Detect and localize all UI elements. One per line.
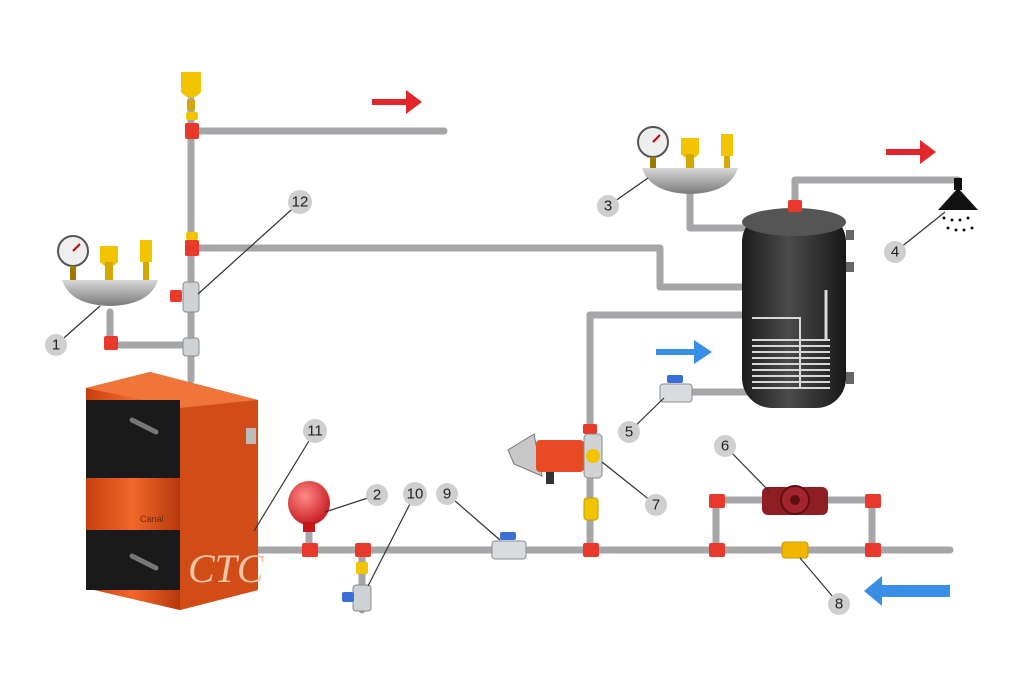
svg-text:11: 11 xyxy=(307,423,323,440)
callout-8: 8 xyxy=(828,593,850,615)
check-valve-riser xyxy=(170,281,200,357)
ball-valve-return xyxy=(491,532,527,560)
solid-fuel-boiler: CTC Canal xyxy=(86,372,265,610)
strainer-filter xyxy=(781,541,809,559)
boiler-upper-door xyxy=(86,400,180,478)
safety-group-left xyxy=(57,235,158,306)
callout-12: 12 xyxy=(288,190,312,214)
safety-valve-icon xyxy=(721,134,733,156)
cold-flow-arrow-icon xyxy=(864,576,950,606)
coil-supply-pipe xyxy=(187,244,830,344)
callout-11: 11 xyxy=(303,419,327,443)
valve-handle-icon xyxy=(500,532,516,540)
fittings xyxy=(104,112,881,557)
valve-handle-icon xyxy=(667,375,683,383)
dhw-outlet-pipe xyxy=(791,176,962,214)
shower-head-icon xyxy=(938,188,978,210)
drain-valve xyxy=(342,562,372,612)
svg-text:6: 6 xyxy=(721,438,729,455)
shower-head xyxy=(938,178,978,232)
callout-leaders xyxy=(55,177,946,605)
manifold-link-pipe xyxy=(106,308,195,349)
valve-handle-icon xyxy=(170,290,182,302)
tank-manifold-pipe xyxy=(686,186,746,232)
svg-text:9: 9 xyxy=(443,486,451,503)
svg-text:2: 2 xyxy=(373,487,381,504)
safety-group-tank xyxy=(637,126,738,194)
callout-3: 3 xyxy=(597,195,619,217)
callout-10: 10 xyxy=(403,482,427,506)
svg-text:10: 10 xyxy=(407,486,424,503)
callout-2: 2 xyxy=(366,484,388,506)
flow-arrows xyxy=(372,90,950,606)
top-air-vent xyxy=(181,72,201,110)
svg-text:1: 1 xyxy=(52,337,60,354)
circulation-pump xyxy=(762,485,828,515)
boiler-plate: Canal xyxy=(140,514,164,524)
valve-handle-icon xyxy=(342,592,354,602)
callout-1: 1 xyxy=(45,334,67,356)
callout-6: 6 xyxy=(714,435,736,457)
callout-9: 9 xyxy=(436,483,458,505)
callout-4: 4 xyxy=(884,241,906,263)
hot-water-tank xyxy=(742,208,854,408)
callout-7: 7 xyxy=(645,494,667,516)
safety-valve-icon xyxy=(140,240,152,262)
air-vent-icon xyxy=(681,138,699,159)
hot-flow-arrow-icon xyxy=(886,140,936,164)
thermostatic-mixing-valve xyxy=(507,433,603,521)
hot-flow-arrow-icon xyxy=(372,90,422,114)
svg-text:12: 12 xyxy=(292,194,309,211)
air-vent-icon xyxy=(181,72,201,98)
expansion-vessel xyxy=(288,481,330,532)
boiler-lower-door xyxy=(86,530,180,590)
cold-flow-arrow-icon xyxy=(656,340,712,364)
svg-text:4: 4 xyxy=(891,244,899,261)
ball-valve-cold-inlet xyxy=(659,375,693,403)
svg-text:7: 7 xyxy=(652,497,660,514)
svg-text:8: 8 xyxy=(835,596,843,613)
tank-coil xyxy=(752,290,830,389)
svg-text:5: 5 xyxy=(625,424,633,441)
boiler-brand: CTC xyxy=(188,546,265,591)
callouts: 1 2 3 4 5 6 7 8 9 10 11 12 xyxy=(45,190,906,615)
callout-5: 5 xyxy=(618,421,640,443)
svg-text:3: 3 xyxy=(604,198,612,215)
air-vent-icon xyxy=(100,246,118,267)
